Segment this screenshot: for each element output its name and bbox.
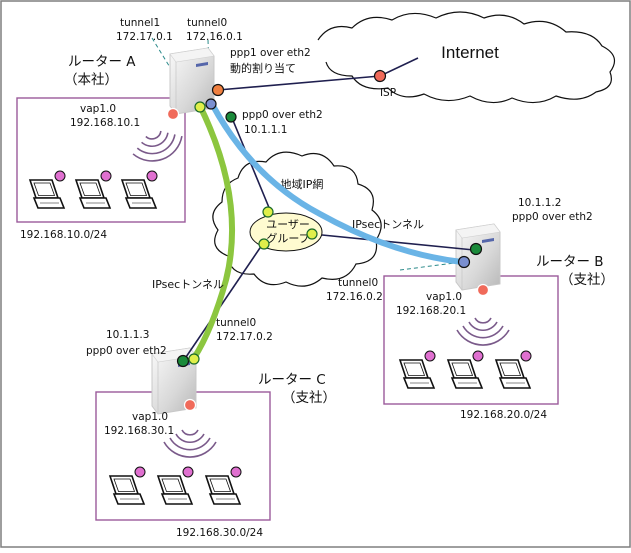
router-a-name: ルーター A bbox=[68, 54, 136, 70]
isp-label: ISP bbox=[380, 87, 396, 99]
router-c-ppp0-label: ppp0 over eth2 bbox=[86, 345, 167, 357]
router-a-ppp1-assign: 動的割り当て bbox=[230, 61, 296, 75]
link-c-wan bbox=[183, 241, 265, 361]
router-a-tunnel0-label: tunnel0 bbox=[187, 17, 227, 29]
router-a-tunnel0-port bbox=[205, 98, 217, 110]
ipsec-tunnel-a-b bbox=[209, 101, 465, 265]
user-group-port bbox=[262, 206, 274, 218]
wifi-waves-c bbox=[163, 429, 217, 458]
router-a-location: （本社） bbox=[64, 72, 118, 88]
laptop-icon bbox=[75, 170, 112, 209]
router-b-ppp0-label: ppp0 over eth2 bbox=[512, 211, 593, 223]
router-a-vap-label: vap1.0 bbox=[80, 103, 116, 115]
router-c-ppp0-ip: 10.1.1.3 bbox=[106, 329, 149, 341]
router-a-tunnel1-ip: 172.17.0.1 bbox=[116, 31, 173, 43]
router-a-ppp0-ip: 10.1.1.1 bbox=[244, 124, 287, 136]
isp-node bbox=[373, 69, 387, 83]
router-b-vap-ip: 192.168.20.1 bbox=[396, 305, 466, 317]
user-group-port bbox=[258, 238, 270, 250]
wifi-waves-b bbox=[456, 317, 510, 346]
router-b-tunnel0-ip: 172.16.0.2 bbox=[326, 291, 383, 303]
link-a-isp bbox=[217, 75, 381, 91]
user-group-line1: ユーザー bbox=[266, 218, 310, 231]
router-b-tunnel0-label: tunnel0 bbox=[338, 277, 378, 289]
link-b-wan bbox=[311, 233, 475, 251]
router-a-vap-port bbox=[166, 107, 180, 121]
internet-label: Internet bbox=[441, 43, 499, 62]
laptop-icon bbox=[157, 466, 194, 505]
router-c-vap-ip: 192.168.30.1 bbox=[104, 425, 174, 437]
router-a-lan-subnet: 192.168.10.0/24 bbox=[20, 229, 107, 241]
router-b-vap-label: vap1.0 bbox=[426, 291, 462, 303]
router-a-ppp0-port bbox=[225, 111, 237, 123]
router-b-tunnel0-port bbox=[457, 255, 471, 269]
lan-box-a bbox=[16, 97, 186, 223]
router-b-ppp0-ip: 10.1.1.2 bbox=[518, 197, 561, 209]
router-c-location: （支社） bbox=[282, 390, 336, 406]
router-a-tunnel0-ip: 172.16.0.1 bbox=[186, 31, 243, 43]
router-b-name: ルーター B bbox=[536, 254, 604, 270]
laptop-icon bbox=[399, 350, 436, 389]
router-c-tunnel0-label: tunnel0 bbox=[216, 317, 256, 329]
router-a-tunnel1-port bbox=[194, 101, 206, 113]
laptop-icon bbox=[495, 350, 532, 389]
router-b-vap-port bbox=[476, 283, 490, 297]
router-c-ppp0-port bbox=[176, 354, 190, 368]
router-a-vap-ip: 192.168.10.1 bbox=[70, 117, 140, 129]
router-b-ppp0-port bbox=[469, 242, 483, 256]
router-b-ipsec-label: IPsecトンネル bbox=[352, 218, 424, 231]
router-a-ppp1-port bbox=[211, 83, 225, 97]
router-c-tunnel0-port bbox=[188, 353, 200, 365]
router-c-lan-subnet: 192.168.30.0/24 bbox=[176, 527, 263, 539]
laptop-icon bbox=[29, 170, 66, 209]
user-group-port bbox=[306, 228, 318, 240]
router-c-vap-port bbox=[183, 398, 197, 412]
router-a-ppp1-label: ppp1 over eth2 bbox=[230, 47, 311, 59]
internet-cloud bbox=[317, 11, 616, 104]
router-c-name: ルーター C bbox=[258, 372, 326, 388]
router-c-tunnel0-ip: 172.17.0.2 bbox=[216, 331, 273, 343]
laptop-icon bbox=[121, 170, 158, 209]
ipsec-tunnel-a-c bbox=[191, 103, 236, 361]
router-c-ipsec-label: IPsecトンネル bbox=[152, 278, 224, 291]
wan-label: 地域IP網 bbox=[281, 177, 324, 191]
laptop-icon bbox=[109, 466, 146, 505]
router-c-vap-label: vap1.0 bbox=[132, 411, 168, 423]
user-group-line2: グループ bbox=[266, 231, 309, 245]
router-b-location: （支社） bbox=[560, 272, 614, 288]
laptop-icon bbox=[447, 350, 484, 389]
laptop-icon bbox=[205, 466, 242, 505]
router-b-lan-subnet: 192.168.20.0/24 bbox=[460, 409, 547, 421]
wifi-waves-a bbox=[132, 130, 183, 162]
link-isp-internet bbox=[379, 57, 419, 77]
router-a-tunnel1-label: tunnel1 bbox=[120, 17, 160, 29]
router-a-ppp0-label: ppp0 over eth2 bbox=[242, 109, 323, 121]
